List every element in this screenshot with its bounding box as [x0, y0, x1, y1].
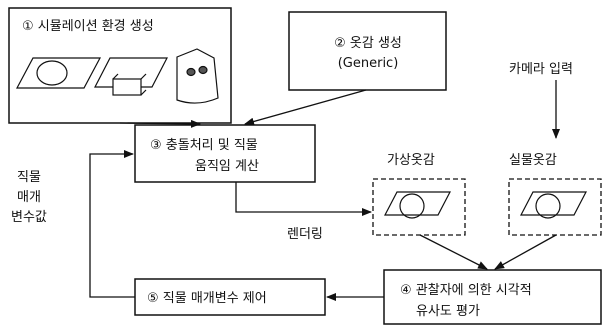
box-observer-evaluation: ④ 관찰자에 의한 시각적 유사도 평가: [383, 269, 602, 325]
box5-label: ⑤ 직물 매개변수 제어: [147, 291, 267, 306]
arrow-box1-to-box3: [119, 119, 201, 128]
plane-circle-icon: [16, 57, 101, 89]
box2-line1: ② 옷감 생성: [334, 36, 402, 51]
arrow-box2-to-box3: [244, 89, 367, 126]
box1-label: ① 시뮬레이션 환경 생성: [22, 19, 154, 34]
rendering-label: 렌더링: [287, 227, 323, 242]
box-collision-motion: ③ 충돌처리 및 직물 움직임 계산: [134, 124, 316, 183]
box4-line1: ④ 관찰자에 의한 시각적: [400, 283, 532, 298]
box-cloth-generation: ② 옷감 생성 (Generic): [288, 11, 447, 91]
box3-line1: ③ 충돌처리 및 직물: [150, 138, 258, 153]
arrows: [89, 80, 560, 301]
plane-circle-icon: [520, 191, 587, 219]
param-label-line1: 직물: [17, 170, 41, 185]
arrow-box3-to-virtual: [235, 182, 372, 216]
box-real-cloth: [508, 178, 602, 236]
face-shape-icon: [176, 48, 219, 104]
param-label-line2: 매개: [17, 190, 41, 205]
arrow-box5-to-box3: [89, 150, 135, 298]
box4-line2: 유사도 평가: [416, 304, 480, 319]
box2-line2: (Generic): [338, 56, 399, 71]
param-label-line3: 변수값: [11, 210, 47, 225]
camera-input-label: 카메라 입력: [509, 62, 573, 77]
arrow-virtual-to-box4: [419, 234, 488, 270]
box-simulation-environment: ① 시뮬레이션 환경 생성: [8, 7, 232, 124]
real-cloth-label: 실물옷감: [509, 153, 557, 168]
box3-line2: 움직임 계산: [195, 159, 259, 174]
arrow-real-to-box4: [494, 234, 557, 270]
box-parameter-control: ⑤ 직물 매개변수 제어: [134, 278, 326, 316]
box-virtual-cloth: [372, 178, 466, 236]
plane-circle-icon: [384, 191, 451, 219]
virtual-cloth-label: 가상옷감: [387, 153, 435, 168]
box-on-plane-icon: [94, 57, 168, 96]
